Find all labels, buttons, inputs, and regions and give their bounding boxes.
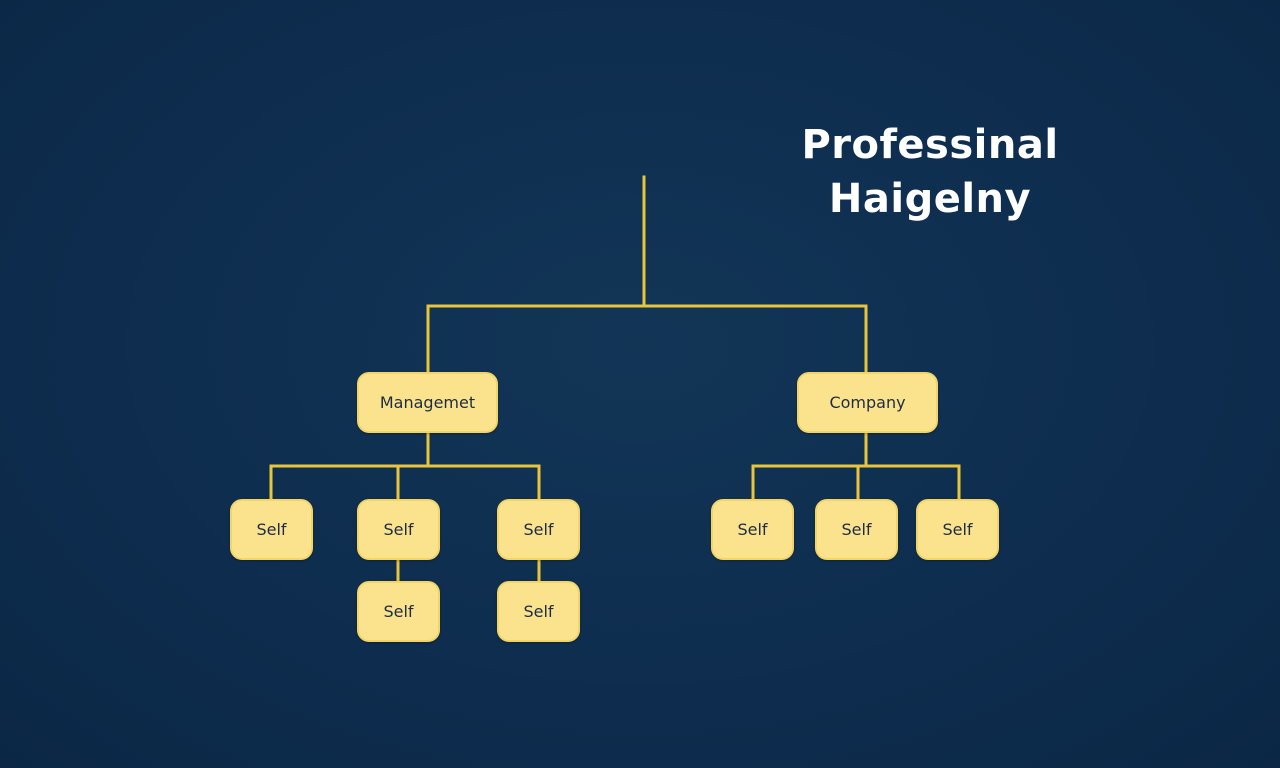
diagram-title: Professinal Haigelny (770, 118, 1090, 226)
node-management-grandchild-3: Self (497, 581, 580, 642)
title-line-2: Haigelny (828, 176, 1032, 222)
node-company-child-3: Self (916, 499, 999, 560)
node-management-child-3: Self (497, 499, 580, 560)
title-line-1: Professinal (801, 122, 1059, 168)
node-company: Company (797, 372, 938, 433)
node-company-child-1: Self (711, 499, 794, 560)
node-management: Managemet (357, 372, 498, 433)
node-management-child-2: Self (357, 499, 440, 560)
node-management-child-1: Self (230, 499, 313, 560)
node-company-child-2: Self (815, 499, 898, 560)
node-management-grandchild-2: Self (357, 581, 440, 642)
